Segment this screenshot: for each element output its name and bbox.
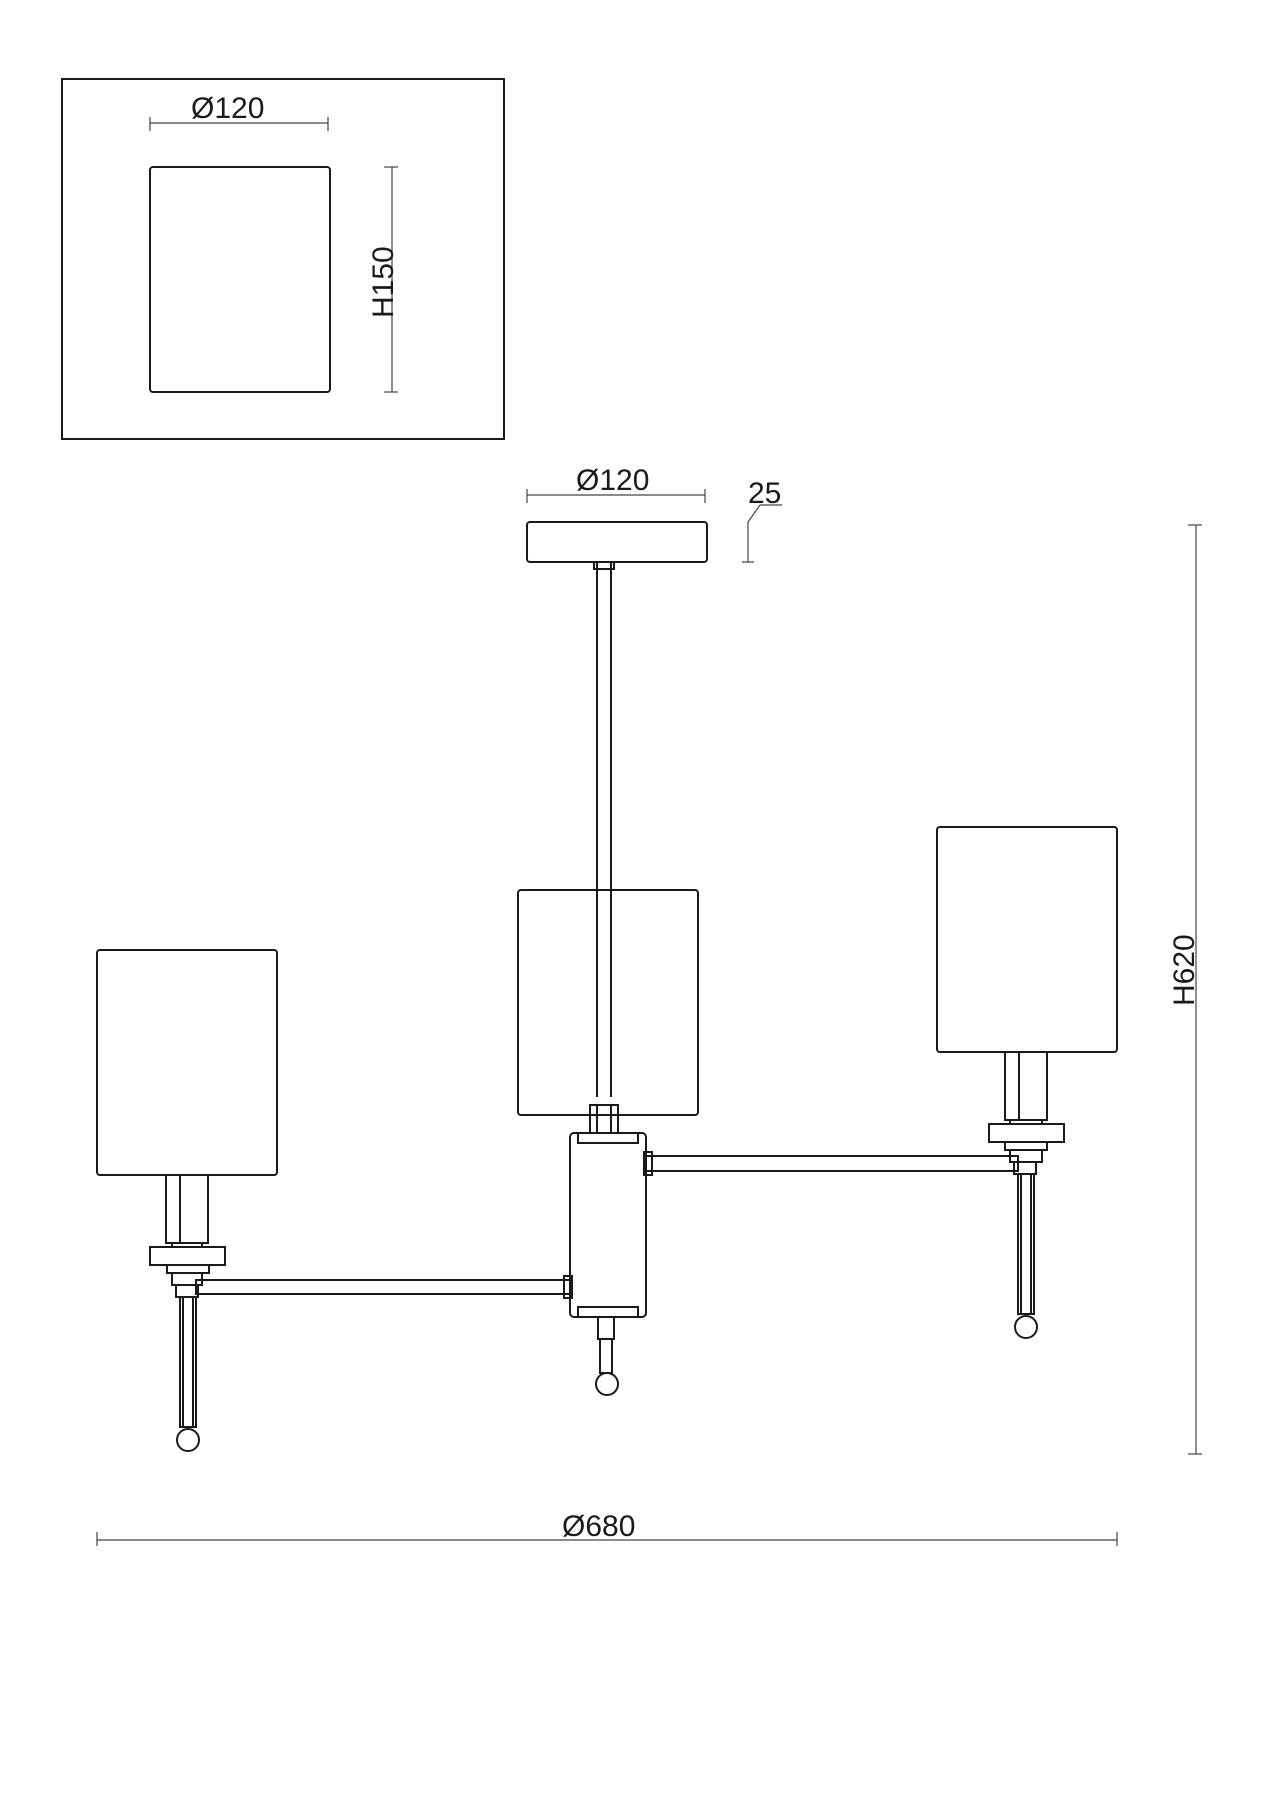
overall-height-label: H620 bbox=[1168, 934, 1201, 1006]
canopy-plate bbox=[526, 521, 708, 563]
inset-diameter-label: Ø120 bbox=[191, 92, 264, 125]
inset-height-dimension: H150 bbox=[367, 166, 400, 393]
inset-frame bbox=[61, 78, 505, 440]
central-body bbox=[569, 1104, 647, 1396]
inset-width-dimension: Ø120 bbox=[149, 92, 329, 131]
overall-height-dimension: H620 bbox=[1168, 524, 1202, 1455]
center-lampshade bbox=[517, 889, 699, 1116]
overall-diameter-label: Ø680 bbox=[562, 1510, 635, 1543]
ceiling-canopy: Ø120 25 bbox=[526, 464, 782, 563]
right-arm bbox=[643, 826, 1118, 1339]
canopy-height-label: 25 bbox=[748, 477, 781, 510]
canopy-height-dimension: 25 bbox=[742, 477, 782, 563]
inset-height-label: H150 bbox=[367, 246, 400, 318]
overall-diameter-dimension: Ø680 bbox=[96, 1510, 1118, 1546]
inset-shade bbox=[149, 166, 331, 393]
shade-detail-inset: Ø120 H150 bbox=[61, 78, 505, 440]
left-arm bbox=[96, 949, 573, 1452]
canopy-width-dimension: Ø120 bbox=[526, 464, 706, 503]
canopy-diameter-label: Ø120 bbox=[576, 464, 649, 497]
